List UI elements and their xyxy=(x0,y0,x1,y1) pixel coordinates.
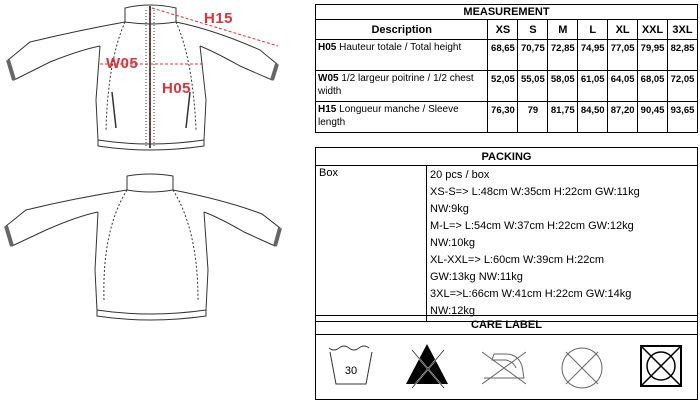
packing-line: XS-S=> L:48cm W:35cm H:22cm GW:11kg xyxy=(430,186,640,198)
measurement-title: MEASUREMENT xyxy=(315,4,698,20)
no-dry-clean-icon xyxy=(561,347,603,389)
wash-temperature: 30 xyxy=(345,365,357,377)
table-cell: 70,75 xyxy=(517,39,549,71)
measurement-table: MEASUREMENT Description XS S M L XL XXL … xyxy=(314,4,698,133)
packing-line: NW:12kg xyxy=(430,305,476,317)
table-cell: 64,05 xyxy=(607,70,639,102)
size-header: L xyxy=(577,19,609,40)
packing-line: XL-XXL=> L:60cm W:39cm H:22cm xyxy=(430,254,605,266)
dimension-label-w05: W05 xyxy=(106,55,139,72)
jacket-back-drawing xyxy=(4,173,282,321)
no-bleach-icon xyxy=(406,344,448,389)
care-label-title: CARE LABEL xyxy=(316,316,697,335)
table-cell: 79,95 xyxy=(637,39,669,71)
table-row: H15 Longueur manche / Sleeve length 76,3… xyxy=(314,101,698,133)
size-header: XS xyxy=(487,19,519,40)
measurement-header-row: Description XS S M L XL XXL 3XL xyxy=(314,19,698,40)
wash-30-icon: 30 xyxy=(328,345,373,385)
dimension-label-h05: H05 xyxy=(162,80,192,97)
dimension-lines xyxy=(100,7,279,146)
table-cell: 76,30 xyxy=(487,101,519,133)
table-cell: 93,65 xyxy=(667,101,698,133)
packing-line: 3XL=>L:66cm W:41cm H:22cm GW:14kg xyxy=(430,288,632,300)
table-cell: 81,75 xyxy=(547,101,579,133)
table-cell: 72,85 xyxy=(547,39,579,71)
jacket-front-drawing xyxy=(6,4,279,151)
table-cell: 61,05 xyxy=(577,70,609,102)
table-cell: 68,05 xyxy=(637,70,669,102)
row-code: H05 xyxy=(318,42,337,53)
no-tumble-dry-icon xyxy=(640,345,682,387)
row-description: H05 Hauteur totale / Total height xyxy=(314,39,489,71)
description-header: Description xyxy=(314,19,489,40)
packing-details: 20 pcs / box XS-S=> L:48cm W:35cm H:22cm… xyxy=(426,165,698,322)
no-iron-icon xyxy=(481,351,527,385)
garment-drawings: H15 W05 H05 xyxy=(0,0,300,401)
packing-line: NW:9kg xyxy=(430,203,469,215)
size-header: XXL xyxy=(637,19,669,40)
table-cell: 68,65 xyxy=(487,39,519,71)
size-header: XL xyxy=(607,19,639,40)
table-row: Box 20 pcs / box XS-S=> L:48cm W:35cm H:… xyxy=(315,165,698,322)
jacket-drawing-svg xyxy=(4,4,282,321)
table-row: W05 1/2 largeur poitrine / 1/2 chest wid… xyxy=(314,70,698,102)
packing-line: 20 pcs / box xyxy=(430,169,490,181)
packing-line: NW:10kg xyxy=(430,237,476,249)
table-cell: 72,05 xyxy=(667,70,698,102)
size-header: M xyxy=(547,19,579,40)
packing-title: PACKING xyxy=(315,147,698,166)
table-row: H05 Hauteur totale / Total height 68,65 … xyxy=(314,39,698,71)
table-cell: 90,45 xyxy=(637,101,669,133)
table-cell: 84,50 xyxy=(577,101,609,133)
table-cell: 77,05 xyxy=(607,39,639,71)
packing-line: GW:13kg NW:11kg xyxy=(430,271,523,283)
table-cell: 79 xyxy=(517,101,549,133)
packing-label: Box xyxy=(315,165,427,322)
row-code: H15 xyxy=(318,104,337,115)
row-text: Longueur manche / Sleeve length xyxy=(318,104,459,128)
table-cell: 82,85 xyxy=(667,39,698,71)
row-description: H15 Longueur manche / Sleeve length xyxy=(314,101,489,133)
packing-table: PACKING Box 20 pcs / box XS-S=> L:48cm W… xyxy=(315,147,698,322)
table-cell: 55,05 xyxy=(517,70,549,102)
row-text: Hauteur totale / Total height xyxy=(339,42,462,53)
row-code: W05 xyxy=(318,73,339,84)
table-cell: 52,05 xyxy=(487,70,519,102)
table-cell: 58,05 xyxy=(547,70,579,102)
size-header: S xyxy=(517,19,549,40)
row-description: W05 1/2 largeur poitrine / 1/2 chest wid… xyxy=(314,70,489,102)
size-header: 3XL xyxy=(667,19,698,40)
table-cell: 74,95 xyxy=(577,39,609,71)
packing-line: M-L=> L:54cm W:37cm H:22cm GW:12kg xyxy=(430,220,634,232)
row-text: 1/2 largeur poitrine / 1/2 chest width xyxy=(318,73,474,97)
dimension-label-h15: H15 xyxy=(204,10,234,27)
care-label-box: CARE LABEL 30 xyxy=(315,315,698,400)
table-cell: 87,20 xyxy=(607,101,639,133)
